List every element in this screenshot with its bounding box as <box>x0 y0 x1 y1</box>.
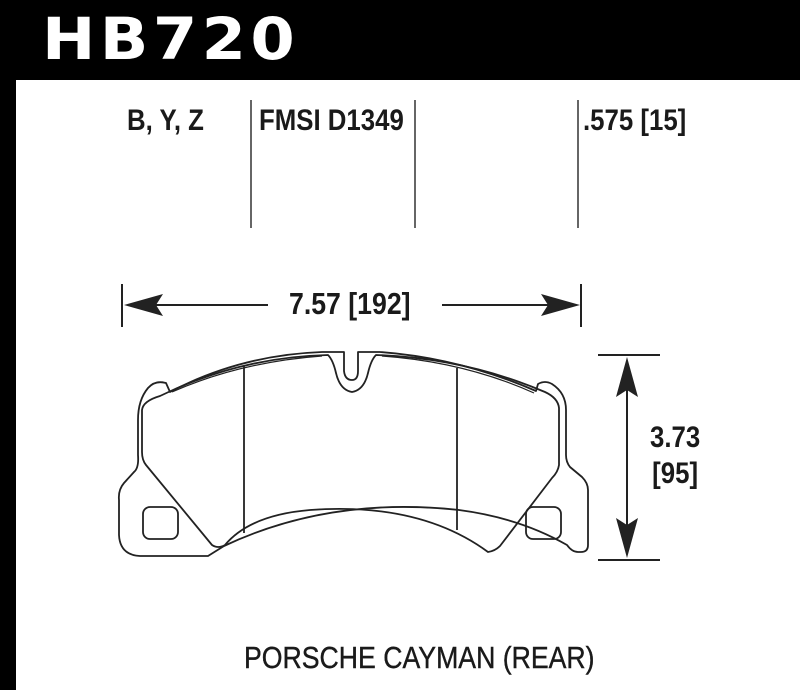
tab-left <box>142 506 179 540</box>
arrow-down-icon <box>616 518 638 558</box>
friction-material <box>141 354 560 553</box>
width-dimension <box>121 284 582 327</box>
height-value: 3.73 [95] <box>650 420 700 492</box>
fmsi-number: FMSI D1349 <box>259 104 404 137</box>
left-border <box>0 0 16 690</box>
arrow-up-icon <box>616 357 638 397</box>
thickness-value: .575 [15] <box>583 104 687 137</box>
header-bar: HB720 <box>0 0 800 80</box>
arrow-left-icon <box>124 294 163 316</box>
height-inches: 3.73 <box>650 421 701 454</box>
width-value: 7.57 [192] <box>289 286 411 321</box>
spec-dividers <box>250 100 579 228</box>
height-mm: [95] <box>652 457 699 490</box>
part-number: HB720 <box>42 5 300 73</box>
height-dimension <box>598 354 660 561</box>
brake-pad <box>117 351 589 557</box>
tab-right <box>525 506 562 540</box>
application-caption: PORSCHE CAYMAN (REAR) <box>244 640 595 675</box>
arrow-right-icon <box>541 294 580 316</box>
backing-plate <box>117 351 589 557</box>
compound-list: B, Y, Z <box>127 104 204 137</box>
